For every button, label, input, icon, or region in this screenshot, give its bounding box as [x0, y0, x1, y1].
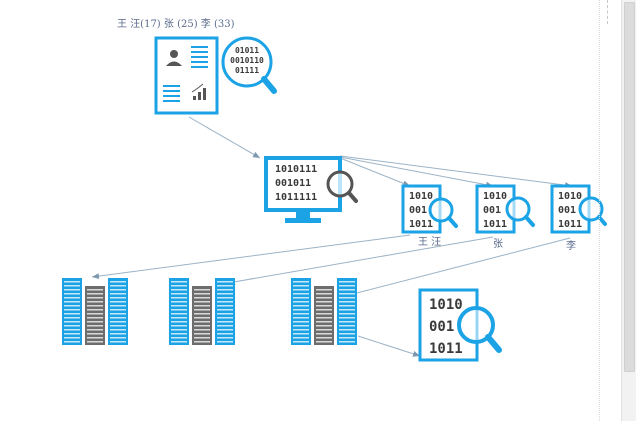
monitor-binary-line-2: 001011: [275, 178, 311, 189]
page-corner-guide: [607, 0, 609, 24]
connector-monitor-to-doc3: [339, 155, 573, 189]
profile-document-icon: [154, 36, 219, 115]
big-doc-icon: 1010 001 1011: [418, 288, 502, 362]
header-label: 王 汪(17) 张 (25) 李 (33): [117, 17, 235, 30]
small-doc-1-label: 王 汪: [418, 236, 441, 248]
small-doc-3-line-3: 1011: [558, 219, 582, 230]
mini-bar-chart-icon: [191, 83, 206, 100]
server-group-3-icon: [291, 278, 357, 345]
user-body-icon: [166, 61, 182, 66]
small-doc-1-icon: 1010 001 1011 王 汪: [401, 184, 458, 248]
doc-binary-line-1: 01011: [235, 46, 259, 55]
connector-server3-to-bigdoc: [357, 335, 421, 357]
server-groups: [62, 278, 357, 345]
big-doc-line-2: 001: [429, 319, 454, 335]
doc-binary-line-2: 0010110: [230, 56, 264, 65]
small-doc-3-label: 李: [566, 239, 576, 252]
big-doc-line-1: 1010: [429, 297, 463, 313]
vertical-scrollbar[interactable]: [621, 0, 636, 421]
small-doc-1-magnifier-icon: [428, 197, 454, 223]
connector-monitor-to-doc2: [339, 156, 494, 188]
monitor-icon: 1010111 001011 1011111: [264, 156, 358, 223]
server-group-2-icon: [169, 278, 235, 345]
small-doc-3-line-1: 1010: [558, 191, 582, 202]
connector-doc-to-monitor: [188, 116, 261, 159]
small-doc-3-magnifier-icon: [578, 196, 604, 222]
text-lines-left: [163, 85, 180, 102]
small-doc-2-line-3: 1011: [483, 219, 507, 230]
small-doc-3-icon: 1010 001 1011 李: [550, 184, 607, 252]
small-doc-2-icon: 1010 001 1011 张: [475, 184, 535, 250]
monitor-binary-line-1: 1010111: [275, 164, 317, 175]
text-lines-right: [191, 46, 208, 68]
monitor-binary-line-3: 1011111: [275, 192, 317, 203]
connector-doc2-to-server2: [227, 236, 494, 285]
doc-binary-line-3: 01111: [235, 66, 259, 75]
scrollbar-thumb[interactable]: [624, 2, 635, 372]
diagram-canvas: 王 汪(17) 张 (25) 李 (33): [62, 17, 607, 362]
big-doc-magnifier-icon: [457, 306, 495, 344]
small-doc-2-line-1: 1010: [483, 191, 507, 202]
small-doc-2-label: 张: [493, 238, 503, 250]
small-doc-2-magnifier-icon: [505, 196, 531, 222]
small-doc-1-line-1: 1010: [409, 191, 433, 202]
page-margin-guide: [599, 0, 601, 421]
diagram-svg: 王 汪(17) 张 (25) 李 (33): [62, 17, 607, 362]
doc-magnifier-icon: 01011 0010110 01111: [221, 36, 277, 94]
small-doc-3-line-2: 001: [558, 205, 576, 216]
small-doc-1-line-2: 001: [409, 205, 427, 216]
connector-monitor-to-doc1: [339, 157, 411, 187]
big-doc-line-3: 1011: [429, 341, 463, 357]
connector-lines: [91, 116, 573, 357]
small-doc-2-line-2: 001: [483, 205, 501, 216]
monitor-magnifier-icon: [326, 170, 354, 198]
small-doc-1-line-3: 1011: [409, 219, 433, 230]
connector-doc1-to-server1: [91, 234, 411, 280]
connector-doc3-to-server3: [344, 237, 571, 298]
server-group-1-icon: [62, 278, 128, 345]
user-head-icon: [170, 50, 178, 58]
